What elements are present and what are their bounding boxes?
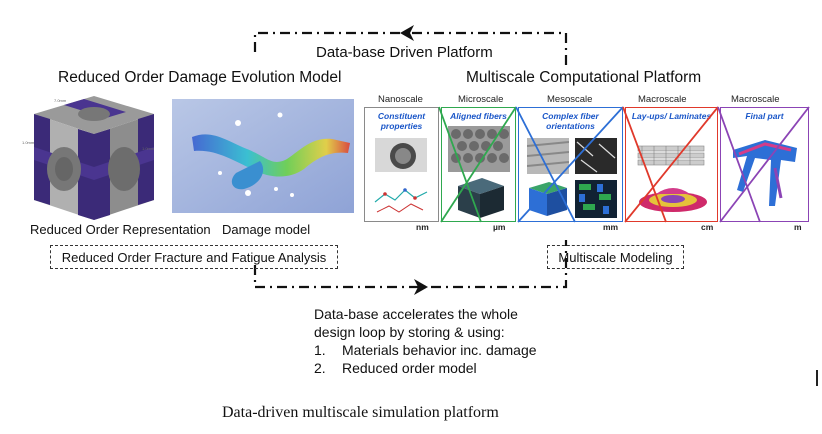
svg-text:1.0mm: 1.0mm bbox=[22, 140, 35, 145]
scale-heading-macroscale: Macroscale bbox=[638, 94, 687, 105]
molecular-structure-image bbox=[374, 188, 428, 213]
bottom-arrowhead-icon bbox=[414, 279, 428, 295]
unit-m: m bbox=[794, 222, 802, 232]
notes-item-2-num: 2. bbox=[314, 360, 326, 376]
panel-title-mesoscale: Complex fiber orientations bbox=[542, 111, 599, 131]
multiscale-modeling-box: Multiscale Modeling bbox=[547, 245, 684, 269]
notes-item-1-num: 1. bbox=[314, 342, 326, 358]
panel-title-nanoscale: Constituent properties bbox=[377, 111, 426, 131]
damage-label: Damage model bbox=[222, 222, 311, 237]
damage-model-image bbox=[172, 99, 354, 213]
reduced-order-analysis-label: Reduced Order Fracture and Fatigue Analy… bbox=[61, 249, 327, 265]
reduced-order-analysis-box: Reduced Order Fracture and Fatigue Analy… bbox=[50, 245, 338, 269]
scale-heading-macroscale-final: Macroscale bbox=[731, 94, 780, 105]
svg-text:1.0mm: 1.0mm bbox=[142, 146, 155, 151]
top-arrowhead-icon bbox=[400, 25, 414, 41]
top-loop-line bbox=[253, 31, 568, 68]
scale-heading-nanoscale: Nanoscale bbox=[378, 94, 423, 105]
multiscale-modeling-label: Multiscale Modeling bbox=[558, 249, 673, 265]
unit-nm: nm bbox=[416, 222, 429, 232]
edge-mark bbox=[816, 370, 818, 386]
panel-title-macroscale: Lay-ups/ Laminates bbox=[631, 111, 712, 121]
panel-nanoscale: Constituent properties bbox=[364, 107, 439, 222]
notes-intro-line2: design loop by storing & using: bbox=[314, 324, 505, 340]
reduced-order-cube-image: 7.0mm 1.0mm 1.0mm bbox=[22, 96, 155, 220]
unit-cm: cm bbox=[701, 222, 714, 232]
fiber-micrograph-image bbox=[375, 138, 427, 172]
panel-title-final-part: Final part bbox=[745, 111, 784, 121]
unit-um: µm bbox=[493, 222, 506, 232]
cube-label: Reduced Order Representation bbox=[30, 222, 211, 237]
notes-item-1-text: Materials behavior inc. damage bbox=[342, 342, 537, 358]
scale-heading-microscale: Microscale bbox=[458, 94, 504, 105]
loop-title: Data-base Driven Platform bbox=[316, 44, 493, 61]
scale-heading-mesoscale: Mesoscale bbox=[547, 94, 593, 105]
unit-mm: mm bbox=[603, 222, 619, 232]
tow-weave-image bbox=[575, 138, 617, 174]
final-part-frame-image bbox=[733, 140, 797, 206]
right-section-title: Multiscale Computational Platform bbox=[466, 69, 702, 86]
notes-intro-line1: Data-base accelerates the whole bbox=[314, 306, 518, 322]
figure-caption: Data-driven multiscale simulation platfo… bbox=[222, 404, 499, 421]
left-section-title: Reduced Order Damage Evolution Model bbox=[58, 69, 342, 86]
bottom-loop-line bbox=[253, 240, 568, 289]
notes-item-2-text: Reduced order model bbox=[342, 360, 477, 376]
woven-composite-image bbox=[575, 180, 617, 218]
svg-text:7.0mm: 7.0mm bbox=[54, 98, 67, 103]
panel-title-microscale: Aligned fibers bbox=[450, 111, 507, 121]
